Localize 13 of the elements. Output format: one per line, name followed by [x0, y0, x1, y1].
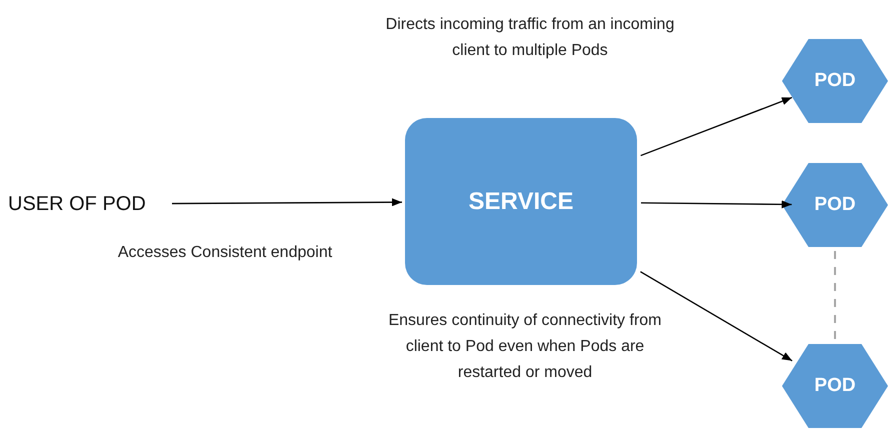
arrow	[172, 198, 402, 206]
note-text: Ensures continuity of connectivity from client to Pod even when Pods are restarted or moved	[387, 311, 662, 383]
pod-label: POD	[814, 68, 856, 93]
service-box: SERVICE	[405, 118, 637, 285]
arrow	[640, 271, 792, 362]
pod-label: POD	[814, 192, 856, 217]
note-text: Accesses Consistent endpoint	[116, 243, 334, 263]
note-text: Directs incoming traffic from an incoming client to multiple Pods	[384, 15, 676, 61]
actor-label: USER OF POD	[8, 190, 178, 218]
connector-line	[834, 251, 836, 341]
arrow	[641, 200, 792, 208]
pod-label: POD	[814, 374, 856, 398]
arrow	[640, 96, 792, 156]
